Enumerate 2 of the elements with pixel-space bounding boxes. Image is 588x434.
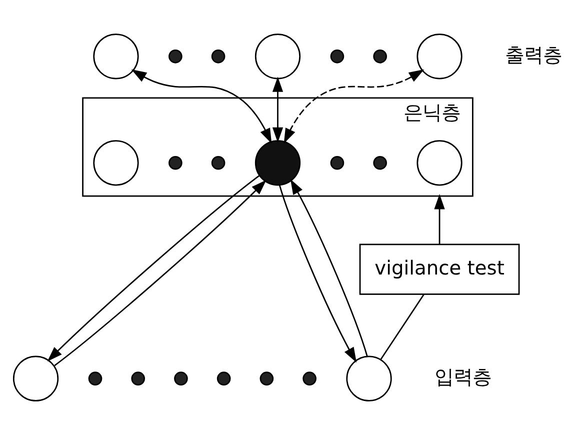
label: 입력층 (434, 365, 492, 388)
label: 출력층 (505, 43, 562, 66)
